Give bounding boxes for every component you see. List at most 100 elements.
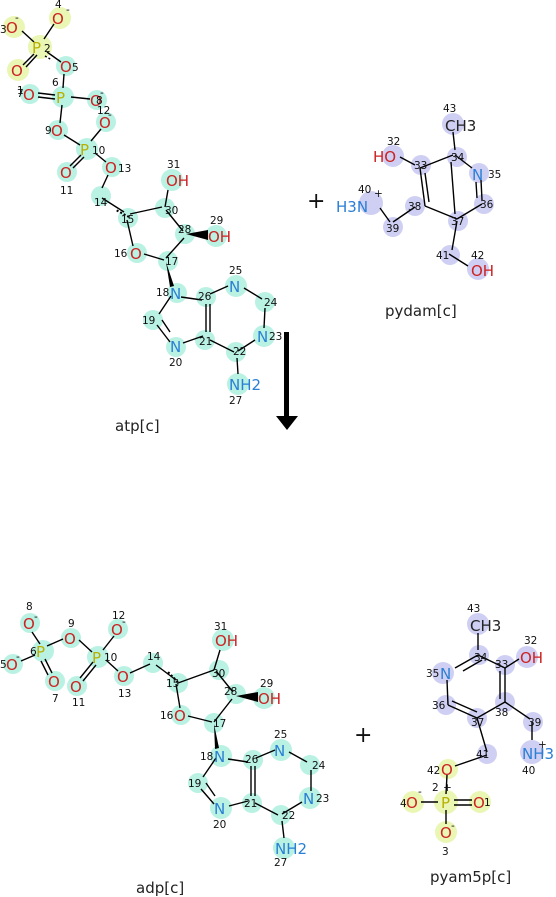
- adp-atom-p10: P: [92, 649, 101, 667]
- plus-sign-reactants: +: [307, 189, 325, 214]
- atp-num-9: 9: [45, 125, 52, 137]
- pydam-num-42: 42: [471, 250, 484, 262]
- pyam5p-atom-nh3: NH3: [522, 745, 554, 763]
- atp-num-16: 16: [114, 248, 128, 260]
- adp-atom-n20: N: [214, 800, 225, 818]
- adp-bonds: [20, 631, 234, 723]
- atp-num-14: 14: [94, 197, 108, 209]
- atp-num-31: 31: [167, 159, 180, 171]
- adp-atoms: O O P O O P O O O O OH OH N N N N NH2: [6, 615, 314, 858]
- atp-bonds: [21, 23, 185, 261]
- adp-num-6: 6: [30, 646, 37, 658]
- atp-atom-o11: O: [60, 164, 72, 182]
- pyam5p-num-1: 1: [484, 797, 491, 809]
- adp-num-22: 22: [282, 810, 295, 822]
- adp-label: adp[c]: [136, 879, 184, 897]
- adp-num-26: 26: [245, 754, 259, 766]
- atp-atom-p10: P: [80, 141, 89, 159]
- atp-num-15: 15: [121, 214, 134, 226]
- atp-num-26: 26: [198, 291, 212, 303]
- pyam5p-atom-o42: O: [441, 761, 453, 779]
- atp-charge-o3: -: [15, 12, 19, 24]
- adp-num-29: 29: [260, 678, 273, 690]
- pyam5p-atom-o1: O: [473, 794, 485, 812]
- adp-num-12: 12: [112, 610, 125, 622]
- pydam-num-37: 37: [451, 216, 464, 228]
- pyam5p-atom-numbers: 43 32 33 34 35 36 37 38 39 40 41 42 2 4 …: [400, 603, 541, 858]
- pyam5p-num-39: 39: [528, 717, 541, 729]
- pyam5p-charge-o3: -: [451, 820, 455, 832]
- pyam5p-atom-p2: P: [441, 794, 450, 812]
- atp-num-6: 6: [52, 77, 59, 89]
- atp-num-5: 5: [72, 62, 79, 74]
- pyam5p-atom-n35: N: [440, 665, 451, 683]
- adp-atom-o12: O: [111, 621, 123, 639]
- atp-num-29: 29: [210, 215, 223, 227]
- atp-purine-bonds: [156, 285, 266, 375]
- adp-num-5: 5: [0, 659, 7, 671]
- pydam-num-34: 34: [451, 152, 465, 164]
- adp-num-9: 9: [68, 618, 75, 630]
- pydam-num-35: 35: [488, 169, 501, 181]
- pyam5p-num-3: 3: [442, 846, 449, 858]
- pyam5p-label: pyam5p[c]: [430, 868, 511, 886]
- atp-atoms: O O P O O O P O O O P O O O OH OH N N N …: [6, 10, 268, 394]
- adp-atom-n23: N: [303, 790, 314, 808]
- atp-atom-p2: P: [32, 39, 41, 57]
- atp-num-2: 2: [44, 43, 51, 55]
- atp-num-27: 27: [229, 395, 242, 407]
- pydam-num-33: 33: [414, 160, 427, 172]
- atp-charge-o12: -: [108, 109, 112, 121]
- pyam5p-atom-o3: O: [440, 824, 452, 842]
- pyam5p-num-4: 4: [400, 798, 407, 810]
- adp-charge-o12: -: [122, 616, 126, 628]
- atp-label: atp[c]: [115, 417, 160, 435]
- atp-num-20: 20: [169, 357, 182, 369]
- adp-atom-o16: O: [174, 707, 186, 725]
- pyam5p-num-38: 38: [495, 707, 508, 719]
- adp-num-28: 28: [224, 686, 237, 698]
- atp-atom-o5: O: [60, 58, 72, 76]
- atp-atom-numbers: 3 4 2 1 5 7 6 8 9 12 10 11 13 14 15 16 1…: [0, 0, 282, 407]
- pyam5p-charge-o4: -: [418, 786, 422, 798]
- atp-num-10: 10: [92, 145, 105, 157]
- atp-num-8: 8: [96, 95, 103, 107]
- atp-num-19: 19: [142, 315, 155, 327]
- atp-atom-o12: O: [99, 114, 111, 132]
- adp-num-21: 21: [244, 798, 257, 810]
- adp-charge-o5: -: [16, 651, 20, 663]
- pydam-num-43: 43: [443, 103, 456, 115]
- pyam5p-num-2: 2: [432, 782, 439, 794]
- pydam-num-41: 41: [436, 250, 449, 262]
- pydam-atom-ch3: CH3: [445, 117, 476, 135]
- pydam-bonds: [379, 131, 483, 267]
- adp-atom-oh31: OH: [215, 632, 238, 650]
- atp-highlights: [3, 7, 275, 395]
- atp-atom-n18: N: [170, 285, 181, 303]
- adp-num-25: 25: [274, 729, 287, 741]
- adp-num-17: 17: [213, 718, 226, 730]
- pyam5p-num-36: 36: [432, 700, 446, 712]
- pyam5p-bonds: [421, 633, 533, 824]
- pydam-atom-numbers: 43 32 33 34 35 36 37 38 39 40 41 42: [358, 103, 501, 262]
- adp-num-30: 30: [212, 668, 225, 680]
- atp-charges: - - - -: [15, 4, 112, 121]
- pydam-atoms: CH3 HO N H3N OH +: [336, 117, 494, 280]
- atp-num-7: 7: [17, 88, 24, 100]
- atp-atom-o9: O: [51, 122, 63, 140]
- atp-charge-o4: -: [66, 4, 70, 16]
- pydam-num-40: 40: [358, 184, 371, 196]
- plus-sign-products: +: [354, 723, 372, 748]
- atp-num-4: 4: [55, 0, 62, 11]
- adp-atom-n25: N: [274, 742, 285, 760]
- adp-num-19: 19: [188, 778, 201, 790]
- pydam-atom-n35: N: [472, 166, 483, 184]
- atp-molecule: O O P O O O P O O O P O O O OH OH N N N …: [0, 0, 282, 435]
- pyam5p-num-35: 35: [426, 668, 439, 680]
- atp-num-18: 18: [156, 287, 169, 299]
- adp-num-13: 13: [118, 688, 131, 700]
- atp-num-3: 3: [0, 24, 7, 36]
- pydam-label: pydam[c]: [385, 302, 457, 320]
- adp-num-11: 11: [72, 697, 85, 709]
